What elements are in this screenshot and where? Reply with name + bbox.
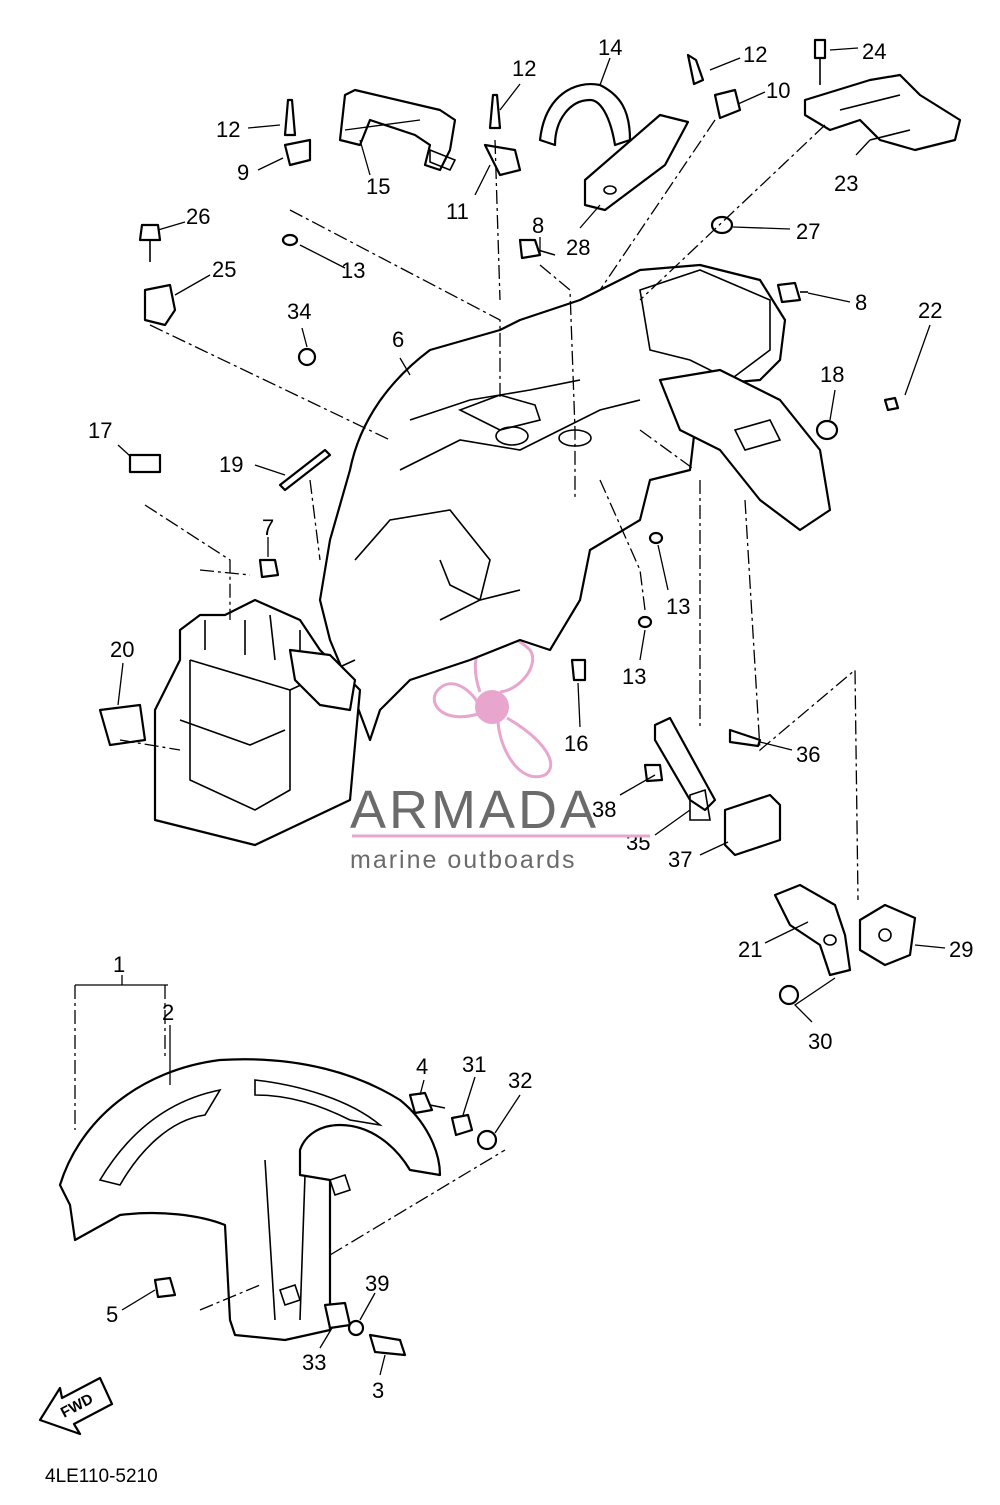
callout-2: 2 xyxy=(162,1000,174,1025)
callout-8a: 8 xyxy=(532,213,544,238)
callout-8b: 8 xyxy=(855,290,867,315)
callout-28: 28 xyxy=(566,235,590,260)
watermark-tagline: marine outboards xyxy=(350,846,577,874)
callout-12a: 12 xyxy=(216,117,240,142)
callout-12b: 12 xyxy=(512,56,536,81)
callout-13b: 13 xyxy=(666,594,690,619)
callout-11: 11 xyxy=(446,199,469,224)
callout-23: 23 xyxy=(834,171,858,196)
callout-39: 39 xyxy=(365,1271,389,1296)
callout-7: 7 xyxy=(262,515,274,540)
callout-21: 21 xyxy=(738,937,762,962)
callout-3: 3 xyxy=(372,1378,384,1403)
callout-25: 25 xyxy=(212,257,236,282)
callout-18: 18 xyxy=(820,362,844,387)
callout-35: 35 xyxy=(626,830,650,855)
callout-17: 17 xyxy=(88,418,112,443)
leader-lines xyxy=(75,47,946,1376)
callout-34: 34 xyxy=(287,299,311,324)
watermark-brand: ARMADA xyxy=(350,780,599,840)
callout-32: 32 xyxy=(508,1068,532,1093)
fasteners xyxy=(138,38,900,1357)
fwd-arrow-icon: FWD xyxy=(38,1376,114,1436)
rear-fender-6 xyxy=(318,263,832,742)
callout-36: 36 xyxy=(796,742,820,767)
callout-6: 6 xyxy=(392,327,404,352)
callout-1: 1 xyxy=(113,952,125,977)
callout-13c: 13 xyxy=(622,664,646,689)
part-code: 4LE110-5210 xyxy=(45,1466,158,1487)
callout-5: 5 xyxy=(106,1302,118,1327)
callout-19: 19 xyxy=(219,452,243,477)
callout-26: 26 xyxy=(186,204,210,229)
callout-31: 31 xyxy=(462,1052,486,1077)
brackets-reflectors xyxy=(653,716,917,977)
callout-27: 27 xyxy=(796,219,820,244)
watermark: ARMADA marine outboards xyxy=(350,780,650,874)
callout-33: 33 xyxy=(302,1350,326,1375)
callout-20: 20 xyxy=(110,637,134,662)
callout-24: 24 xyxy=(862,39,886,64)
callout-15: 15 xyxy=(366,174,390,199)
small-parts-top xyxy=(98,73,962,747)
callout-29: 29 xyxy=(949,937,973,962)
callout-22: 22 xyxy=(918,298,942,323)
callout-14: 14 xyxy=(598,35,622,60)
callout-38: 38 xyxy=(592,797,616,822)
callout-30: 30 xyxy=(808,1029,832,1054)
callout-12c: 12 xyxy=(743,42,767,67)
watermark-propeller-icon xyxy=(432,634,553,779)
alignment-lines xyxy=(74,119,859,1311)
callout-13a: 13 xyxy=(341,258,365,283)
callout-labels: 1 2 3 4 5 6 7 8 8 9 10 11 12 12 12 12 13… xyxy=(88,35,973,1403)
callout-37: 37 xyxy=(668,847,692,872)
front-fender-1 xyxy=(58,1058,442,1342)
callout-10: 10 xyxy=(766,78,790,103)
callout-16: 16 xyxy=(564,731,588,756)
callout-9: 9 xyxy=(237,160,249,185)
callout-4: 4 xyxy=(416,1054,428,1079)
battery-box xyxy=(153,598,362,847)
